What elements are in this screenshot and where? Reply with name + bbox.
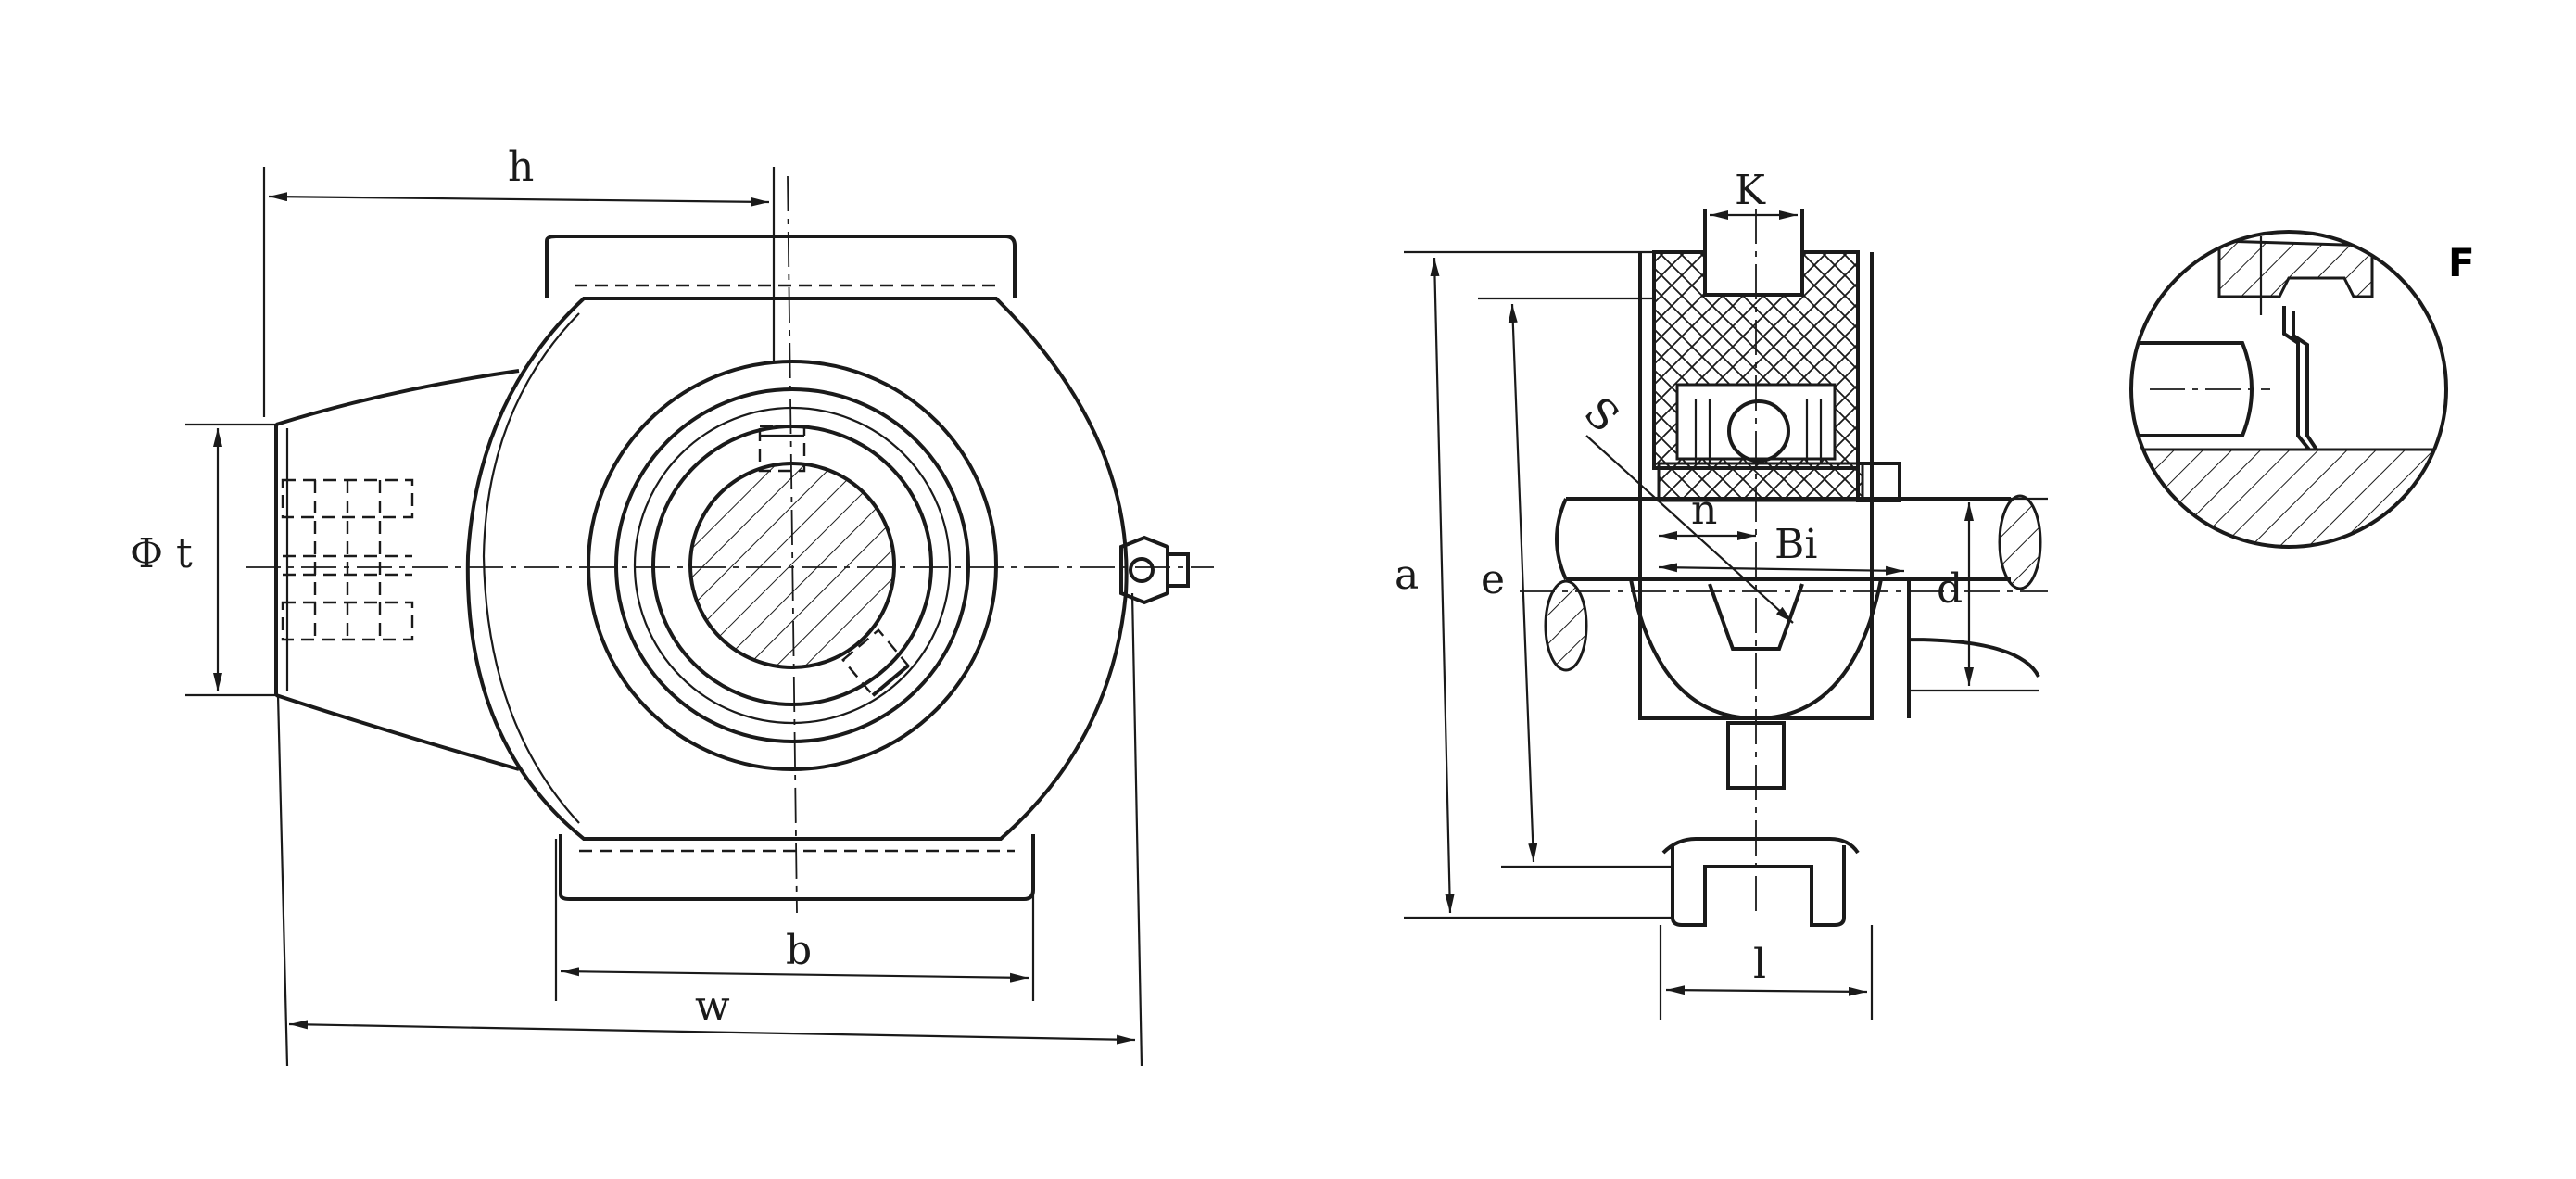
bottom-fork [1671, 845, 1846, 927]
dim-s-label: S [1574, 388, 1627, 441]
bearing-ball [1727, 399, 1790, 463]
housing-inner-edge [482, 312, 580, 824]
boss-lower-edge [275, 693, 520, 771]
dim-l-label: l [1753, 941, 1766, 988]
shaft-lower-right [1907, 579, 2040, 718]
detail-view-f: F [2129, 230, 2475, 549]
detail-f-label: F [2448, 240, 2475, 285]
thread-hole-dashes [281, 478, 414, 641]
dim-n-label: n [1691, 487, 1717, 534]
detail-circle [2129, 230, 2448, 549]
bottom-base [1661, 837, 1860, 855]
set-screw-side [1856, 462, 1901, 502]
shaft-left-section [1544, 579, 1588, 672]
housing-body [465, 297, 1129, 841]
w-extension-right [1130, 592, 1143, 1067]
dim-d-label: d [1937, 565, 1963, 613]
dim-a-label: a [1395, 551, 1419, 599]
shaft-right-section [1998, 494, 2042, 590]
bearing-ring-3 [633, 406, 952, 725]
dim-h-line [268, 192, 770, 207]
dim-s-line [1585, 435, 1794, 624]
seal-right [1805, 399, 1823, 463]
inner-ring-section [1657, 462, 1864, 502]
dim-bi-line [1658, 563, 1905, 576]
dim-phi-t-label: Φ t [130, 530, 193, 577]
boss-upper-edge [275, 369, 520, 426]
dim-b-line [560, 967, 1029, 982]
set-screw-top [758, 425, 806, 473]
dim-e-line [1508, 303, 1538, 863]
shaft-left-end [1555, 498, 1568, 580]
dim-b-label: b [786, 927, 812, 974]
dim-w-label: w [695, 982, 730, 1030]
dim-w-line [288, 1020, 1136, 1045]
bearing-ring-2 [614, 387, 970, 743]
side-view: K a e S n Bi d l [1395, 167, 2048, 1020]
front-view: h Φ t b w [130, 144, 1214, 1067]
front-centerline-v [787, 175, 798, 914]
dim-h-label: h [508, 144, 534, 191]
dim-k-label: K [1735, 167, 1766, 214]
w-extension-left [276, 694, 289, 1067]
dim-e-label: e [1481, 556, 1505, 603]
top-rail [545, 235, 1017, 298]
seal-left [1694, 399, 1711, 463]
dim-l-line [1665, 985, 1868, 996]
bearing-outer-ring [587, 360, 998, 771]
dim-a-line [1430, 257, 1455, 914]
k-slot [1703, 209, 1804, 297]
dim-bi-label: Bi [1774, 521, 1817, 568]
set-screw-bottom [841, 628, 910, 697]
grease-nipple [1119, 535, 1190, 605]
